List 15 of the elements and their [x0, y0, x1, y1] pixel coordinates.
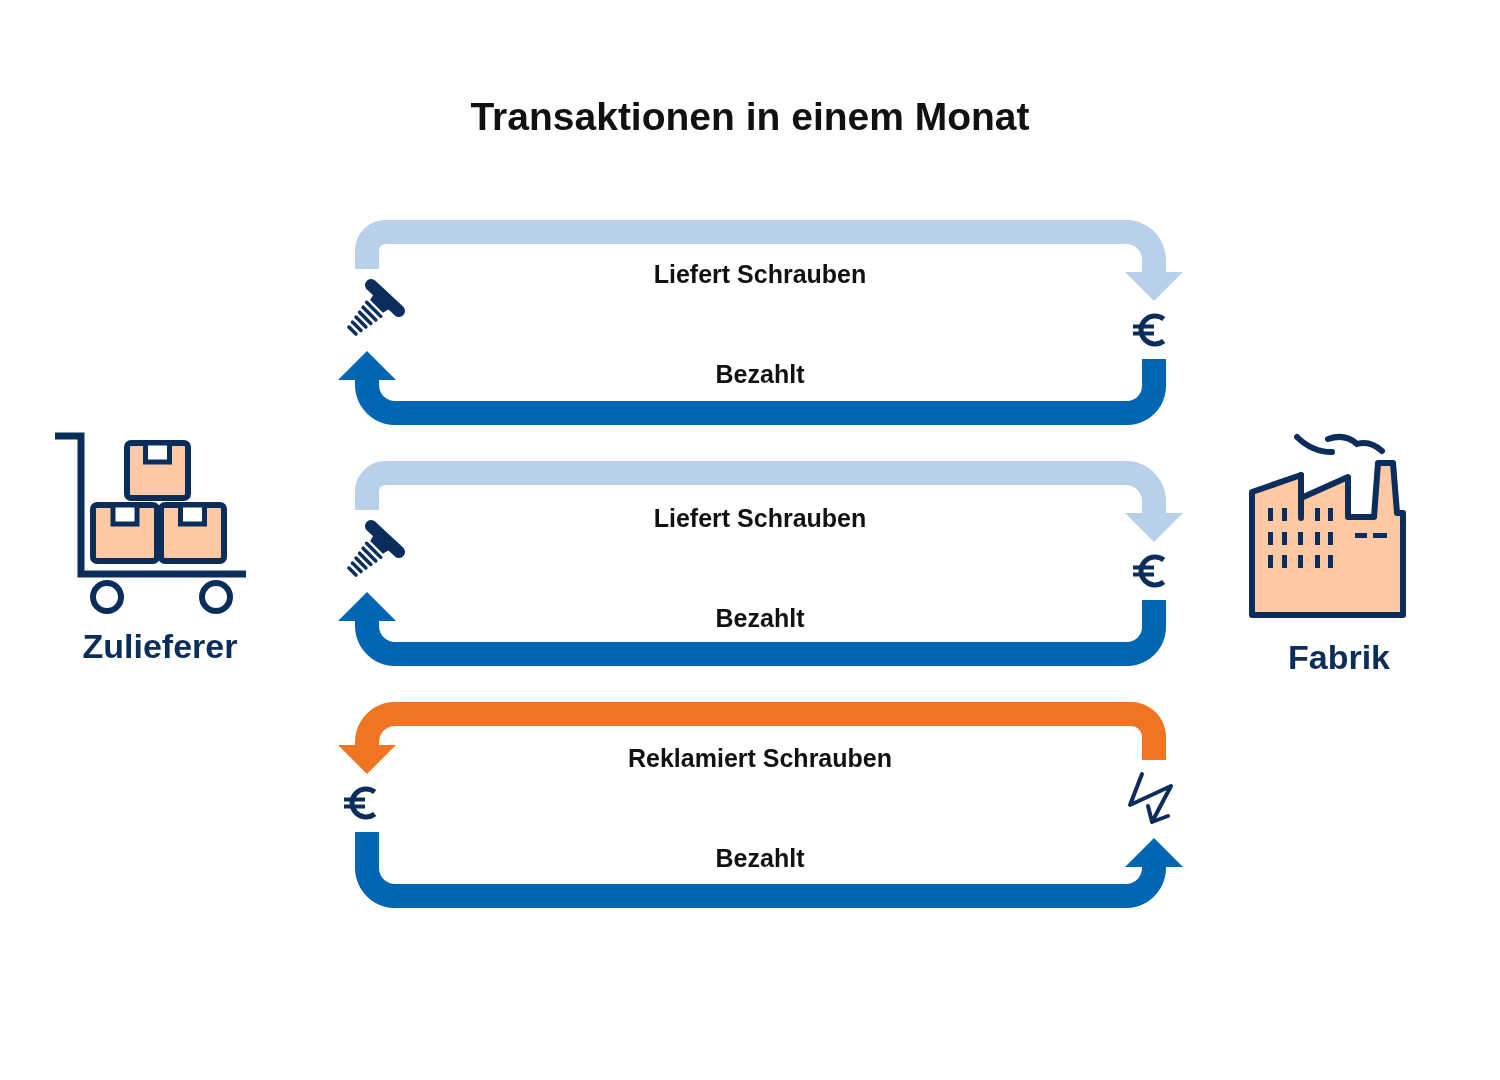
arrow [338, 702, 1166, 774]
edge-label: Bezahlt [715, 603, 805, 633]
title: Transaktionen in einem Monat [470, 94, 1030, 140]
edge-label: Reklamiert Schrauben [628, 743, 892, 773]
arrow [355, 461, 1183, 542]
arrow [355, 220, 1183, 301]
arrow [355, 832, 1183, 908]
arrow [338, 592, 1166, 666]
arrow [338, 351, 1166, 425]
node-label: Fabrik [1286, 638, 1391, 678]
edge-label: Liefert Schrauben [653, 503, 867, 533]
edge-label: Bezahlt [715, 843, 805, 873]
node-label: Zulieferer [81, 627, 239, 667]
edge-label: Bezahlt [715, 359, 805, 389]
edge-label: Liefert Schrauben [653, 259, 867, 289]
